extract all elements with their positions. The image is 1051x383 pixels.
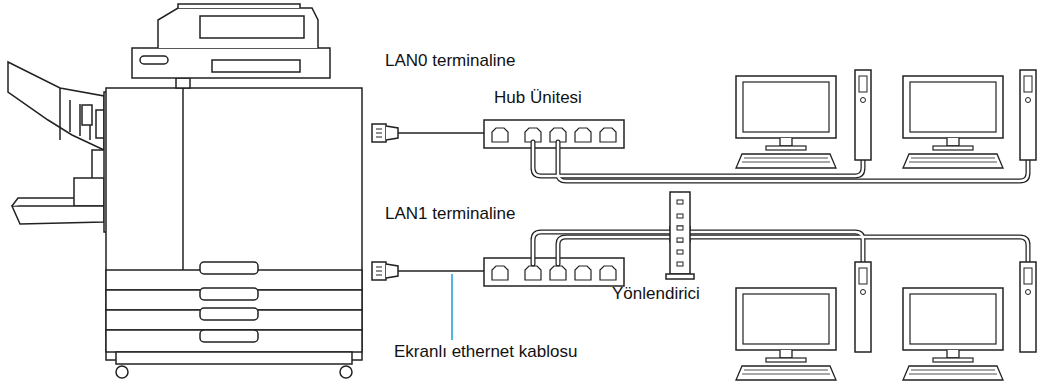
hub-unit: Hub Ünitesi [494, 88, 582, 108]
router: Yönlendirici [612, 284, 700, 304]
node-label: Hub Ünitesi [494, 88, 582, 108]
node-label: Yönlendirici [612, 284, 700, 304]
cable-label: Ekranlı ethernet kablosu [394, 342, 577, 362]
terminal-label: LAN0 terminaline [385, 51, 515, 71]
terminal-label: LAN1 terminaline [385, 204, 515, 224]
